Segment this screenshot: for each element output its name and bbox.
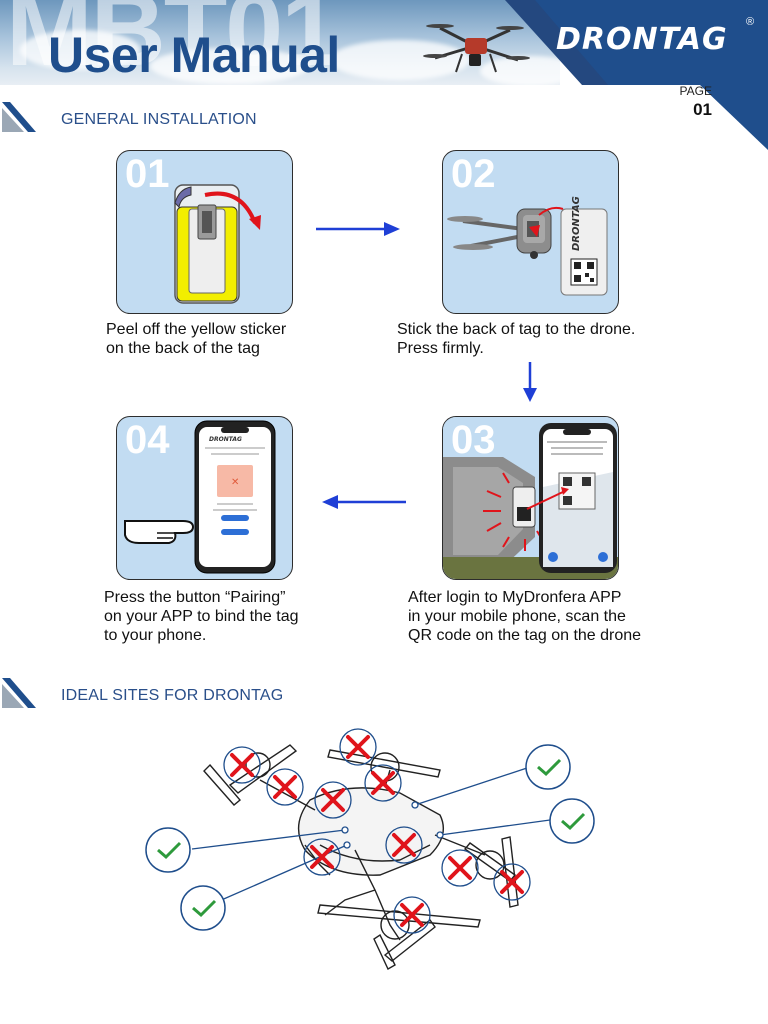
model-watermark: MBT01 [6, 0, 339, 85]
step-01-panel: 01 [116, 150, 293, 314]
step-number: 01 [125, 152, 170, 196]
arrow-down-icon [523, 362, 537, 402]
svg-text:DRONTAG: DRONTAG [571, 196, 582, 251]
step-02-panel: DRONTAG 02 [442, 150, 619, 314]
step-number: 03 [451, 418, 496, 462]
step-04-caption: Press the button “Pairing” on your APP t… [104, 589, 299, 644]
tag-sticker-illustration [174, 184, 261, 304]
header-banner: MBT01 User Manual DRONTAG ® [0, 0, 768, 85]
step-number: 04 [125, 418, 170, 462]
page-label: PAGE [679, 84, 712, 98]
ideal-site-check-icon [549, 798, 595, 844]
step-04-panel: DRONTAG ✕ 04 [116, 416, 293, 580]
registered-mark: ® [746, 16, 755, 28]
ideal-site-check-icon [525, 744, 571, 790]
brand-logo: DRONTAG [556, 22, 728, 57]
brand-banner [505, 0, 768, 85]
non-ideal-site-cross-icon [223, 728, 531, 934]
step-02-caption: Stick the back of tag to the drone. Pres… [397, 321, 636, 357]
arrow-right-icon [316, 222, 400, 236]
header-drone-image [423, 24, 530, 73]
step-01-caption: Peel off the yellow sticker on the back … [106, 321, 287, 357]
section-marker-icon [2, 678, 36, 708]
page-number: 01 [693, 100, 712, 119]
step-03-panel: 03 [442, 416, 619, 580]
svg-text:✕: ✕ [231, 477, 239, 488]
ideal-site-check-icon [145, 827, 191, 873]
ideal-site-check-icon [180, 885, 226, 931]
corner-decoration [700, 85, 768, 150]
arrow-left-icon [322, 495, 406, 509]
drone-with-tag-illustration: DRONTAG [447, 196, 608, 296]
phone-pairing-illustration: DRONTAG ✕ [124, 420, 276, 574]
phone-scanning-illustration [443, 417, 618, 579]
section-title-installation: GENERAL INSTALLATION [61, 111, 257, 128]
section-title-ideal-sites: IDEAL SITES FOR DRONTAG [61, 687, 284, 704]
svg-text:DRONTAG: DRONTAG [209, 436, 242, 443]
step-number: 02 [451, 152, 496, 196]
section-marker-icon [2, 102, 36, 132]
page-title: User Manual [48, 27, 340, 83]
step-03-caption: After login to MyDronfera APP in your mo… [408, 589, 642, 644]
ideal-sites-drone-diagram [145, 728, 595, 970]
